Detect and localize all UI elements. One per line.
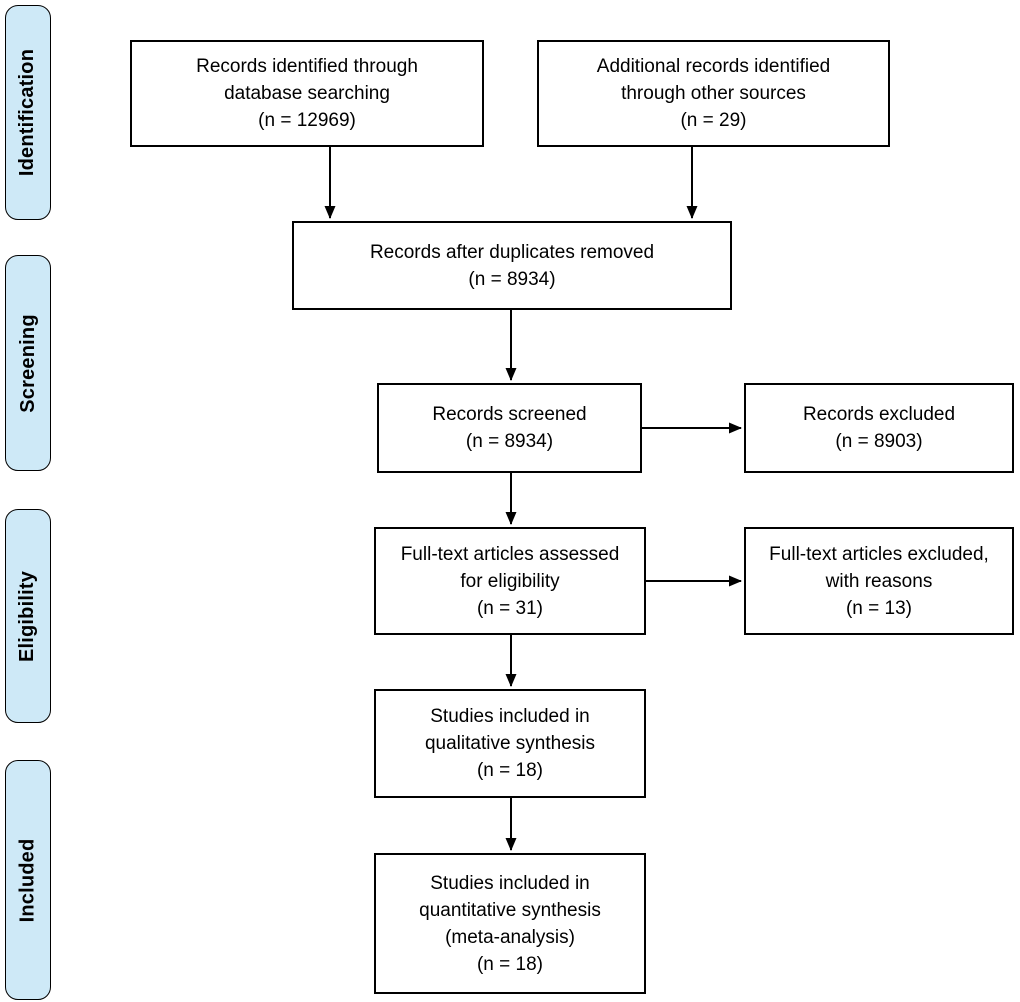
box-duplicates-removed: Records after duplicates removed (n = 89… (292, 221, 732, 310)
stage-included-label: Included (16, 838, 39, 922)
box-fulltext-excluded-line: Full-text articles excluded, (769, 543, 989, 565)
stage-included: Included (5, 760, 51, 1000)
box-quantitative-synthesis-line: quantitative synthesis (419, 899, 601, 921)
stage-eligibility-label: Eligibility (16, 570, 39, 662)
box-records-screened-line: Records screened (432, 404, 587, 425)
box-additional-records-line: Additional records identified (596, 56, 831, 77)
box-additional-records-line: through other sources (621, 83, 806, 104)
box-records-screened: Records screened (n = 8934) (377, 383, 642, 473)
box-quantitative-synthesis: Studies included in quantitative synthes… (374, 853, 646, 994)
box-fulltext-assessed-line: Full-text articles assessed (400, 543, 620, 565)
box-records-identified: Records identified through database sear… (130, 40, 484, 147)
box-quantitative-synthesis-line: (meta-analysis) (445, 926, 575, 948)
box-records-identified-line: Records identified through (196, 56, 418, 77)
stage-screening: Screening (5, 255, 51, 471)
box-quantitative-synthesis-count: (n = 18) (476, 953, 543, 975)
box-fulltext-assessed-line: for eligibility (460, 570, 560, 592)
stage-eligibility: Eligibility (5, 509, 51, 723)
stage-identification-label: Identification (16, 48, 39, 177)
box-fulltext-excluded: Full-text articles excluded, with reason… (744, 527, 1014, 635)
box-additional-records: Additional records identified through ot… (537, 40, 890, 147)
box-records-excluded-count: (n = 8903) (835, 431, 923, 452)
box-records-excluded: Records excluded (n = 8903) (744, 383, 1014, 473)
stage-screening-label: Screening (16, 313, 39, 413)
box-additional-records-count: (n = 29) (680, 110, 747, 131)
box-fulltext-assessed: Full-text articles assessed for eligibil… (374, 527, 646, 635)
box-qualitative-synthesis-line: qualitative synthesis (424, 733, 596, 754)
box-fulltext-excluded-line: with reasons (825, 570, 933, 592)
box-quantitative-synthesis-line: Studies included in (430, 872, 590, 894)
box-fulltext-assessed-count: (n = 31) (476, 597, 543, 619)
box-records-screened-count: (n = 8934) (465, 431, 554, 452)
box-records-identified-line: database searching (224, 83, 390, 104)
box-records-identified-count: (n = 12969) (258, 110, 356, 131)
box-qualitative-synthesis-line: Studies included in (430, 706, 590, 727)
box-fulltext-excluded-count: (n = 13) (845, 597, 912, 619)
box-qualitative-synthesis-count: (n = 18) (476, 760, 543, 781)
box-duplicates-removed-line: Records after duplicates removed (369, 241, 655, 263)
box-qualitative-synthesis: Studies included in qualitative synthesi… (374, 689, 646, 798)
stage-identification: Identification (5, 5, 51, 220)
box-records-excluded-line: Records excluded (802, 404, 956, 425)
box-duplicates-removed-count: (n = 8934) (468, 268, 556, 290)
